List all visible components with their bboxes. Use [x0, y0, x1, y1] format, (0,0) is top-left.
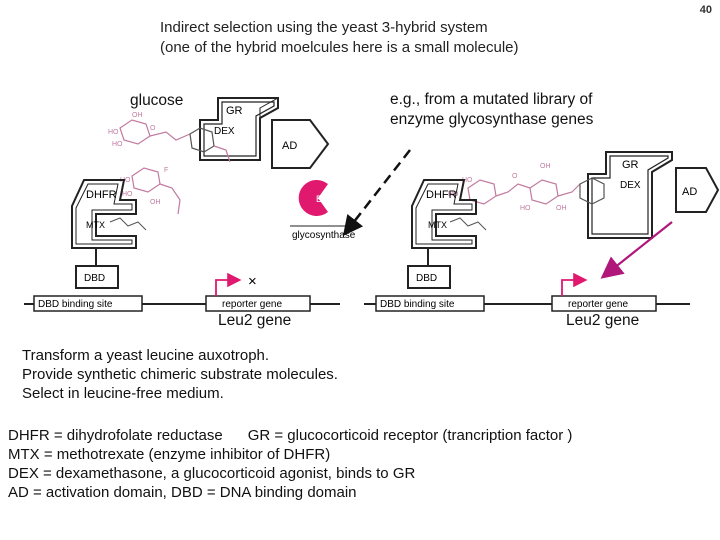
library-note: e.g., from a mutated library of enzyme g…: [390, 90, 593, 130]
right-chem-ho-1: HO: [462, 177, 473, 184]
right-dbd-label: DBD: [416, 273, 437, 284]
library-note-line-2: enzyme glycosynthase genes: [390, 111, 594, 128]
right-chem-o-1: O: [512, 173, 518, 180]
note-line-1: Transform a yeast leucine auxotroph.: [22, 347, 270, 364]
left-dhfr-label: DHFR: [86, 189, 117, 201]
enzyme-pacman: [298, 180, 328, 217]
left-reporter-label: reporter gene: [222, 299, 282, 310]
right-panel: GR DEX AD OH HO HO O HO OH DHFR MTX DBD: [364, 151, 720, 312]
left-chem-oh-2: OH: [150, 199, 161, 206]
left-chem-f: F: [164, 167, 168, 174]
slide-title: Indirect selection using the yeast 3-hyb…: [160, 18, 519, 58]
procedure-notes: Transform a yeast leucine auxotroph. Pro…: [22, 346, 338, 403]
left-chem-o-1: O: [150, 125, 156, 132]
definition-line-2: MTX = methotrexate (enzyme inhibitor of …: [8, 446, 331, 463]
left-glucose-dex-molecule: [119, 119, 231, 215]
library-dashed-arrow: [342, 149, 411, 236]
left-dex-label: DEX: [214, 126, 235, 137]
right-ad-label: AD: [682, 186, 697, 198]
left-dbd-binding-site: [33, 295, 143, 312]
right-dhfr-label: DHFR: [426, 189, 457, 201]
right-reporter-label: reporter gene: [568, 299, 628, 310]
glucose-label: glucose: [130, 92, 184, 109]
note-line-3: Select in leucine-free medium.: [22, 385, 224, 402]
leu2-gene-right: Leu2 gene: [566, 312, 640, 329]
left-mtx-label: MTX: [86, 220, 105, 230]
right-chem-oh-1: OH: [540, 163, 551, 170]
three-hybrid-diagram: GR DEX AD OH HO HO O F HO HO OH DHFR MTX: [24, 97, 720, 312]
definition-line-3: DEX = dexamethasone, a glucocorticoid ag…: [8, 465, 416, 482]
left-promoter-arrow: [215, 272, 242, 296]
note-line-2: Provide synthetic chimeric substrate mol…: [22, 366, 338, 383]
right-gr-label: GR: [622, 159, 639, 171]
left-ad-domain: [271, 119, 330, 169]
right-mtx-label: MTX: [428, 220, 447, 230]
left-dbd-site-label: DBD binding site: [38, 299, 113, 310]
right-dbd-site-label: DBD binding site: [380, 299, 455, 310]
left-reporter-gene: [205, 295, 311, 312]
left-gr-label: GR: [226, 105, 243, 117]
left-chem-ho-1: HO: [108, 129, 119, 136]
right-dbd-binding-site: [375, 295, 485, 312]
activation-arrow: [600, 221, 673, 279]
right-chem-ho-2: HO: [448, 191, 459, 198]
right-dex-label: DEX: [620, 180, 641, 191]
leu2-gene-left: Leu2 gene: [218, 312, 292, 329]
definition-line-1: DHFR = dihydrofolate reductase GR = gluc…: [8, 427, 573, 444]
left-panel: GR DEX AD OH HO HO O F HO HO OH DHFR MTX: [24, 97, 360, 312]
left-dbd-label: DBD: [84, 273, 105, 284]
left-ad-label: AD: [282, 140, 297, 152]
left-gr-receptor: [199, 97, 279, 161]
enzyme-letter: E: [316, 194, 322, 204]
right-reporter-gene: [551, 295, 657, 312]
left-dhfr-protein: [71, 179, 137, 249]
library-note-line-1: e.g., from a mutated library of: [390, 91, 593, 108]
title-line-1: Indirect selection using the yeast 3-hyb…: [160, 19, 488, 36]
left-chem-ho-3: HO: [120, 177, 131, 184]
right-glucose-dex-molecule: [467, 177, 605, 205]
left-chem-ho-2: HO: [112, 141, 123, 148]
right-promoter-arrow: [561, 272, 588, 296]
definition-line-4: AD = activation domain, DBD = DNA bindin…: [8, 484, 357, 501]
title-line-2: (one of the hybrid moelcules here is a s…: [160, 39, 519, 56]
left-chem-ho-4: HO: [122, 191, 133, 198]
right-chem-ho-3: HO: [520, 205, 531, 212]
right-dhfr-protein: [411, 179, 477, 249]
right-chem-oh-2: OH: [556, 205, 567, 212]
page-number: 40: [699, 4, 712, 16]
left-chem-oh-1: OH: [132, 112, 143, 119]
left-blocked-mark: ×: [248, 273, 257, 290]
abbreviation-definitions: DHFR = dihydrofolate reductase GR = gluc…: [8, 426, 572, 502]
right-ad-domain: [675, 167, 720, 213]
glycosynthase-label: glycosynthase: [292, 230, 356, 241]
